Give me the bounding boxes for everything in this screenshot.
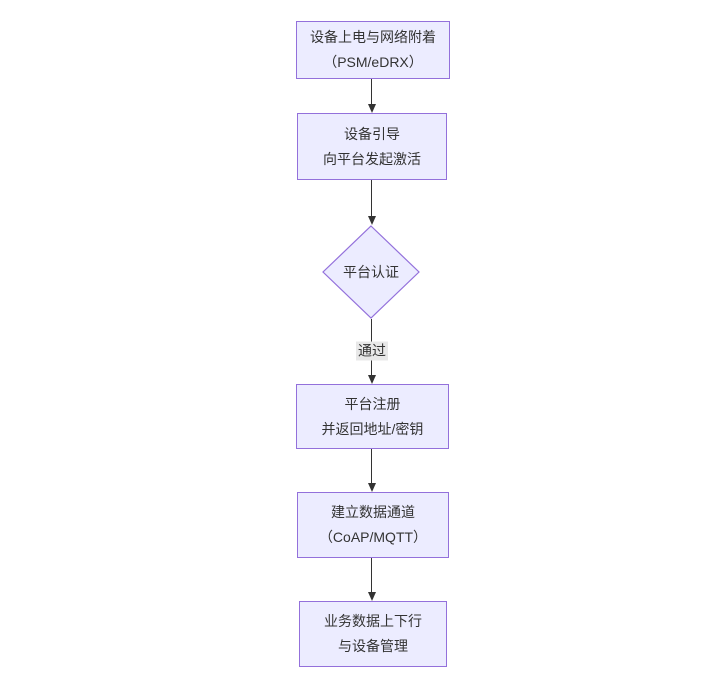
node-text-line: 建立数据通道: [331, 504, 415, 520]
flow-node-business-data: 业务数据上下行 与设备管理: [299, 601, 447, 667]
flow-arrow-2: [367, 180, 376, 225]
node-text-line: （CoAP/MQTT）: [318, 529, 428, 545]
arrow-head-icon: [367, 216, 376, 225]
edge-label-text: 通过: [358, 342, 386, 359]
arrow-head-icon: [367, 104, 376, 113]
node-text-line: 设备引导: [344, 125, 400, 142]
flow-node-bootstrap: 设备引导 向平台发起激活: [297, 113, 447, 180]
flow-node-platform-auth: 平台认证: [322, 225, 420, 319]
flow-node-register: 平台注册 并返回地址/密钥: [296, 384, 449, 449]
flow-arrow-5: [367, 558, 376, 601]
node-text-line: 与设备管理: [338, 638, 408, 654]
node-text-line: 平台认证: [343, 263, 399, 280]
arrow-head-icon: [367, 375, 376, 384]
flow-node-data-channel: 建立数据通道 （CoAP/MQTT）: [297, 492, 449, 558]
arrow-line: [371, 558, 372, 592]
diamond-shape: [322, 225, 420, 319]
arrow-head-icon: [367, 592, 376, 601]
arrow-head-icon: [367, 483, 376, 492]
node-text-line: （PSM/eDRX）: [323, 54, 423, 70]
node-text-line: 设备上电与网络附着: [310, 29, 436, 45]
node-text-line: 向平台发起激活: [323, 150, 421, 167]
node-text-line: 平台注册: [344, 395, 401, 412]
flow-node-power-attach: 设备上电与网络附着 （PSM/eDRX）: [296, 21, 450, 79]
arrow-line: [371, 79, 372, 104]
flow-arrow-1: [367, 79, 376, 113]
node-text-line: 业务数据上下行: [324, 613, 422, 629]
node-text-line: 并返回地址/密钥: [321, 420, 424, 437]
arrow-line: [371, 449, 372, 483]
flow-arrow-4: [367, 449, 376, 492]
edge-label-pass: 通过: [356, 341, 388, 361]
arrow-line: [371, 180, 372, 216]
